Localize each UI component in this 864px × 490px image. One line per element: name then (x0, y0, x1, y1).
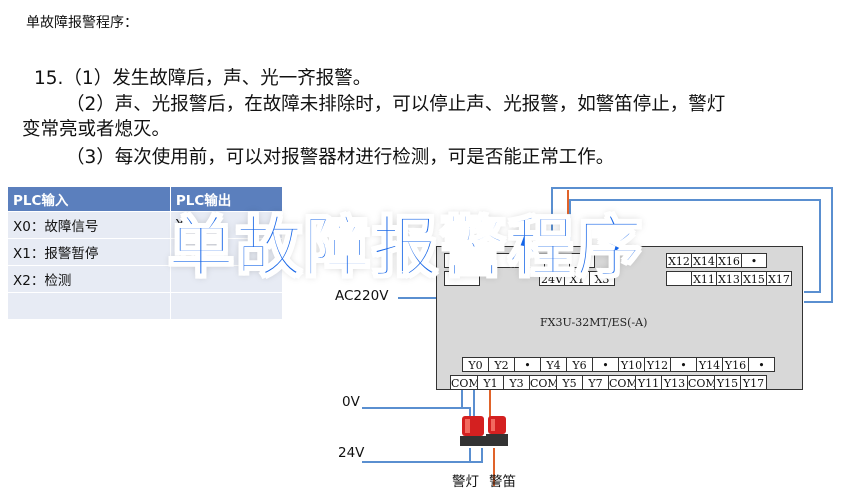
terminal: Y16 (722, 357, 749, 372)
terminal: Y12 (644, 357, 671, 372)
requirement-2: （2）声、光报警后，在故障未排除时，可以停止声、光报警，如警笛停止，警灯 (66, 94, 726, 115)
terminal (666, 271, 692, 286)
terminal: Y15 (714, 375, 741, 390)
label-ac220v: AC220V (335, 288, 389, 304)
wire-0v-branch (462, 407, 471, 418)
io-assignment-table: PLC输入 PLC输出 X0：故障信号 Y0: X1：报警暂停 Y1: X2：检… (8, 187, 282, 319)
terminal: Y1 (477, 375, 504, 390)
header-plc-input: PLC输入 (8, 187, 171, 212)
terminal: • (670, 357, 697, 372)
terminal: X14 (691, 253, 717, 268)
output-terminal-row-bottom: COM1 Y1 Y3 COM2 Y5 Y7 COM3 Y11 Y13 COM4 … (450, 375, 767, 390)
terminal (569, 253, 595, 268)
terminal: COM2 (529, 375, 566, 390)
table-row (8, 292, 282, 319)
terminal: X17 (766, 271, 792, 286)
plc-model-label: FX3U-32MT/ES(-A) (540, 316, 648, 329)
terminal: Y11 (635, 375, 662, 390)
wire-x-loop (551, 187, 833, 303)
terminal: X3 (589, 271, 615, 286)
terminal: • (514, 357, 541, 372)
terminal (444, 271, 480, 286)
requirement-2-continued: 变常亮或者熄灭。 (22, 119, 171, 140)
table-cell: Y0: (169, 211, 282, 239)
requirement-1: 15.（1）发生故障后，声、光一齐报警。 (34, 68, 372, 89)
input-terminal-row-bottom: 24V X1 X3 X11 X13 X15 X17 (444, 271, 792, 286)
wire-24v (362, 448, 483, 463)
terminal: COM1 (450, 375, 487, 390)
table-cell (8, 292, 171, 319)
table-cell (169, 265, 282, 293)
table-row: X2：检测 (8, 265, 282, 293)
warning-lamp-icon (460, 416, 486, 446)
requirement-3: （3）每次使用前，可以对报警器材进行检测，可是否能正常工作。 (66, 147, 615, 168)
terminal: • (748, 357, 775, 372)
label-0v: 0V (342, 394, 360, 410)
terminal: Y5 (556, 375, 583, 390)
wire-x-loop-inner (569, 199, 821, 293)
table-cell: X2：检测 (8, 265, 171, 293)
terminal: Y6 (566, 357, 593, 372)
table-cell (169, 292, 282, 319)
terminal: Y10 (618, 357, 645, 372)
document-title: 单故障报警程序： (26, 15, 138, 31)
terminal: Y17 (740, 375, 767, 390)
terminal: • (741, 253, 767, 268)
label-24v: 24V (338, 445, 365, 461)
overlay-title: 单故障报警程序 (167, 208, 644, 287)
terminal: Y0 (462, 357, 489, 372)
header-plc-output: PLC输出 (169, 187, 282, 212)
table-cell: X0：故障信号 (8, 211, 171, 239)
terminal: Y4 (540, 357, 567, 372)
terminal: X13 (716, 271, 742, 286)
terminal: X1 (564, 271, 590, 286)
table-cell: Y1: (169, 238, 282, 266)
table-row: X1：报警暂停 Y1: (8, 238, 282, 266)
terminal: Y3 (503, 375, 530, 390)
terminal: Y2 (488, 357, 515, 372)
label-siren: 警笛 (489, 474, 516, 490)
table-header-row: PLC输入 PLC输出 (8, 187, 282, 212)
terminal: COM4 (687, 375, 724, 390)
output-terminal-row-top: Y0 Y2 • Y4 Y6 • Y10 Y12 • Y14 Y16 • (462, 357, 775, 372)
terminal: Y13 (661, 375, 688, 390)
terminal: X15 (741, 271, 767, 286)
terminal: X12 (666, 253, 692, 268)
terminal: X16 (716, 253, 742, 268)
table-row: X0：故障信号 Y0: (8, 211, 282, 239)
terminal: COM3 (608, 375, 645, 390)
table-cell: X1：报警暂停 (8, 238, 171, 266)
label-warning-lamp: 警灯 (452, 474, 479, 490)
input-terminal-row-top: X12 X14 X16 • (444, 253, 767, 268)
wire-0v (362, 390, 463, 409)
terminal: 24V (539, 271, 565, 286)
siren-horn-icon (486, 416, 508, 446)
terminal: Y14 (696, 357, 723, 372)
terminal: • (592, 357, 619, 372)
terminal: X11 (691, 271, 717, 286)
terminal: Y7 (582, 375, 609, 390)
